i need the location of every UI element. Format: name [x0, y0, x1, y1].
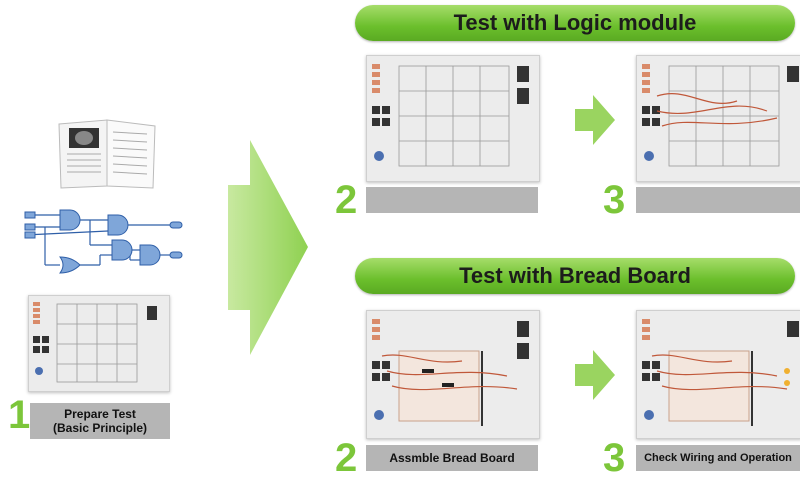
- small-right-arrow-icon: [575, 350, 615, 400]
- step-number: 3: [603, 178, 626, 222]
- check-wiring-label: Check Wiring and Operation: [636, 445, 800, 471]
- assemble-bread-board-label: Assmble Bread Board: [366, 445, 538, 471]
- check-wiring-photo: [636, 310, 800, 439]
- step-number: 1: [8, 393, 31, 437]
- step-number: 3: [603, 436, 626, 480]
- trainer-board-photo: [28, 295, 170, 392]
- prepare-test-label-line1: Prepare Test: [64, 407, 136, 421]
- small-right-arrow-icon: [575, 95, 615, 145]
- large-right-arrow-icon: [228, 140, 308, 355]
- prepare-test-label-line2: (Basic Principle): [52, 421, 148, 435]
- logic-module-wired-photo: [636, 55, 800, 182]
- prepare-test-label: Prepare Test (Basic Principle): [30, 403, 170, 439]
- logic-gate-schematic: [20, 205, 190, 280]
- bread-board-banner: Test with Bread Board: [355, 258, 795, 294]
- logic-step3-label: [636, 187, 800, 213]
- textbook-image: [55, 118, 160, 190]
- logic-module-banner: Test with Logic module: [355, 5, 795, 41]
- logic-module-board-photo: [366, 55, 540, 182]
- bread-board-photo: [366, 310, 540, 439]
- step-number: 2: [335, 436, 358, 480]
- logic-step2-label: [366, 187, 538, 213]
- step-number: 2: [335, 178, 358, 222]
